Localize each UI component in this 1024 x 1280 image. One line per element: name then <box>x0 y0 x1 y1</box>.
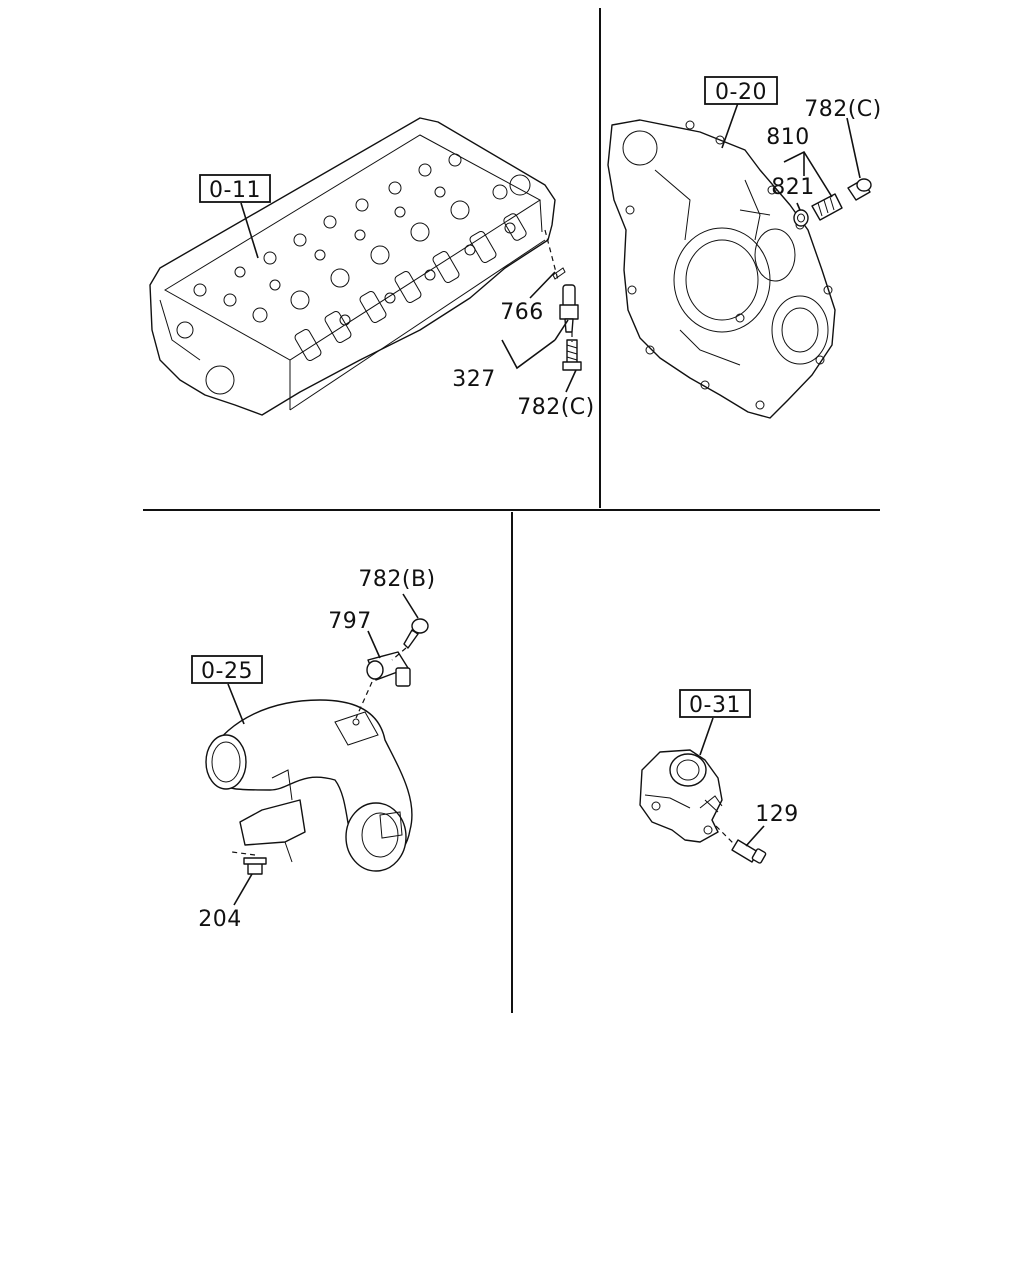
leaders-group-2 <box>721 102 861 211</box>
washer-821-drawing <box>793 209 809 227</box>
part-label-782c-housing: 782(C) <box>804 97 882 122</box>
part-label-766: 766 <box>500 300 544 325</box>
part-label-810: 810 <box>766 125 810 150</box>
thermostat-housing-drawing <box>639 749 723 843</box>
leaders-group-4 <box>699 717 765 847</box>
sensor-129-drawing <box>715 825 767 864</box>
part-label-821: 821 <box>771 175 815 200</box>
ref-label-0-31: 0-31 <box>689 693 741 718</box>
intake-ports <box>294 213 527 362</box>
ref-label-0-11: 0-11 <box>209 178 261 203</box>
deck-holes <box>193 153 516 326</box>
sensor-797-drawing <box>355 651 411 719</box>
ref-label-0-20: 0-20 <box>715 80 767 105</box>
ref-box-0-25: 0-25 <box>191 655 263 684</box>
flywheel-housing-drawing <box>607 119 836 419</box>
intake-pipe-drawing <box>205 699 413 872</box>
group-intake-pipe: 0-25 782(B) 797 204 <box>191 567 435 932</box>
ref-label-0-25: 0-25 <box>201 659 253 684</box>
group-cylinder-head: 0-11 766 327 782(C) <box>149 117 595 420</box>
ref-box-0-20: 0-20 <box>704 76 778 105</box>
leaders-group-1 <box>240 202 577 393</box>
bolt-782c-housing-drawing <box>847 178 872 201</box>
leaders-group-3 <box>227 593 419 906</box>
part-label-782c-head: 782(C) <box>517 395 595 420</box>
group-thermostat-housing: 0-31 129 <box>639 689 799 864</box>
cylinder-head-drawing <box>149 117 556 416</box>
group-flywheel-housing: 0-20 782(C) 810 821 <box>607 76 882 419</box>
sensor-766-drawing <box>544 229 579 333</box>
part-label-129: 129 <box>755 802 799 827</box>
part-label-204: 204 <box>198 907 242 932</box>
bolt-782b-drawing <box>391 618 429 661</box>
panel-dividers <box>143 8 880 1013</box>
ref-box-0-11: 0-11 <box>199 174 271 203</box>
bolt-204-drawing <box>231 851 267 875</box>
part-label-327: 327 <box>452 367 496 392</box>
ref-box-0-31: 0-31 <box>679 689 751 718</box>
part-label-797: 797 <box>328 609 372 634</box>
switch-810-drawing <box>811 193 843 221</box>
bolt-782c-drawing <box>562 332 582 371</box>
part-label-782b: 782(B) <box>358 567 435 592</box>
